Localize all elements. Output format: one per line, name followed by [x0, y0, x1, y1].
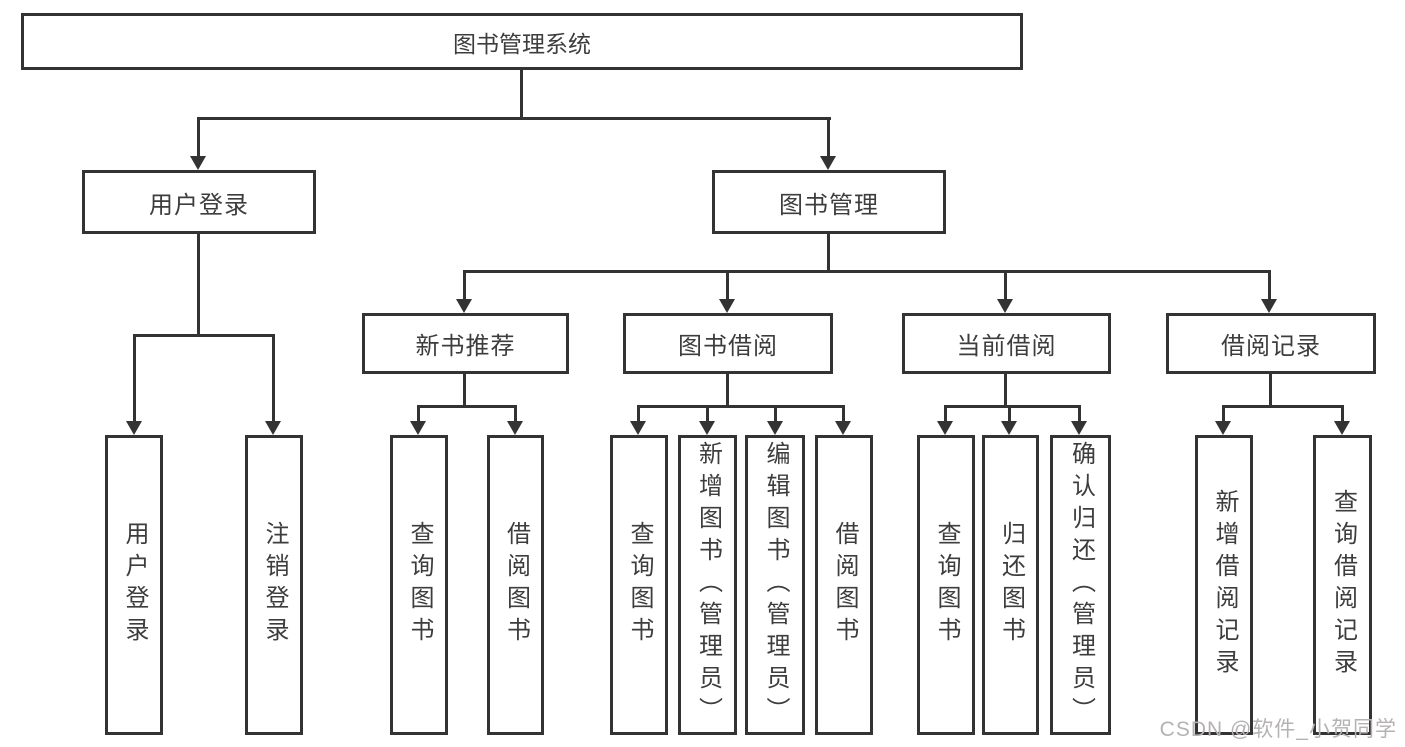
- connector-line: [520, 70, 523, 118]
- down-arrowhead-icon: [699, 421, 715, 435]
- down-arrowhead-icon: [937, 421, 953, 435]
- csdn-watermark: CSDN @软件_小贺同学: [1159, 718, 1397, 741]
- down-arrowhead-icon: [719, 299, 735, 313]
- node-label: 查询借阅记录: [1329, 489, 1357, 681]
- connector-line: [1222, 405, 1225, 424]
- node-label: 查询图书: [626, 521, 653, 649]
- node-label: 用户登录: [121, 521, 148, 649]
- node-label: 图书管理系统: [453, 30, 591, 57]
- node-label: 借阅图书: [502, 521, 530, 649]
- node-label: 注销登录: [261, 521, 288, 649]
- connector-line: [133, 334, 275, 337]
- leaf-add-borrow-record: 新增借阅记录: [1195, 435, 1253, 735]
- node-current-borrowing: 当前借阅: [902, 313, 1111, 374]
- node-user-login: 用户登录: [82, 170, 316, 234]
- node-library-system: 图书管理系统: [21, 13, 1023, 70]
- down-arrowhead-icon: [190, 156, 206, 170]
- connector-line: [463, 270, 466, 302]
- down-arrowhead-icon: [1215, 421, 1231, 435]
- node-label: 确认归还（管理员）: [1067, 441, 1095, 729]
- connector-line: [133, 334, 136, 424]
- connector-line: [706, 405, 709, 424]
- node-label: 新增图书（管理员）: [694, 441, 722, 729]
- connector-line: [1269, 374, 1272, 408]
- down-arrowhead-icon: [997, 299, 1013, 313]
- connector-line: [774, 405, 777, 424]
- connector-line: [1341, 405, 1344, 424]
- node-book-management: 图书管理: [712, 170, 946, 234]
- node-label: 当前借阅: [956, 333, 1057, 360]
- leaf-logout: 注销登录: [245, 435, 303, 735]
- connector-line: [1222, 405, 1344, 408]
- node-label: 借阅图书: [831, 521, 858, 649]
- leaf-add-books-admin: 新增图书（管理员）: [678, 435, 737, 735]
- leaf-user-login: 用户登录: [105, 435, 163, 735]
- connector-line: [726, 374, 729, 408]
- leaf-borrow-books: 借阅图书: [815, 435, 873, 735]
- leaf-confirm-return-admin: 确认归还（管理员）: [1050, 435, 1111, 735]
- node-label: 图书借阅: [678, 333, 778, 360]
- connector-line: [726, 270, 729, 302]
- node-label: 用户登录: [149, 191, 249, 219]
- connector-line: [514, 405, 517, 424]
- node-label: 归还图书: [997, 521, 1025, 649]
- node-borrowing-records: 借阅记录: [1166, 313, 1376, 374]
- leaf-query-books-borrowing: 查询图书: [610, 435, 668, 735]
- down-arrowhead-icon: [630, 421, 646, 435]
- node-label: 新书推荐: [415, 333, 516, 360]
- leaf-query-books-recommend: 查询图书: [390, 435, 448, 735]
- connector-line: [944, 405, 1081, 408]
- leaf-borrow-books-recommend: 借阅图书: [487, 435, 544, 735]
- node-label: 编辑图书（管理员）: [762, 441, 789, 729]
- node-label: 查询图书: [406, 521, 433, 649]
- node-label: 图书管理: [779, 191, 879, 219]
- down-arrowhead-icon: [1334, 421, 1350, 435]
- connector-line: [1004, 270, 1007, 302]
- connector-line: [1008, 405, 1011, 424]
- connector-line: [197, 234, 200, 337]
- connector-line: [1078, 405, 1081, 424]
- down-arrowhead-icon: [265, 421, 281, 435]
- down-arrowhead-icon: [820, 156, 836, 170]
- node-new-book-recommend: 新书推荐: [362, 313, 569, 374]
- leaf-edit-books-admin: 编辑图书（管理员）: [745, 435, 805, 735]
- connector-line: [637, 405, 640, 424]
- connector-line: [944, 405, 947, 424]
- down-arrowhead-icon: [1001, 421, 1017, 435]
- connector-line: [463, 270, 1271, 273]
- leaf-return-books: 归还图书: [982, 435, 1039, 735]
- connector-line: [463, 374, 466, 408]
- down-arrowhead-icon: [456, 299, 472, 313]
- leaf-query-books-current: 查询图书: [917, 435, 975, 735]
- down-arrowhead-icon: [1071, 421, 1087, 435]
- connector-line: [827, 234, 830, 273]
- down-arrowhead-icon: [126, 421, 142, 435]
- connector-line: [417, 405, 517, 408]
- connector-line: [842, 405, 845, 424]
- leaf-query-borrow-record: 查询借阅记录: [1313, 435, 1372, 735]
- connector-line: [272, 334, 275, 424]
- connector-line: [417, 405, 420, 424]
- node-label: 查询图书: [933, 521, 960, 649]
- node-book-borrowing: 图书借阅: [623, 313, 833, 374]
- down-arrowhead-icon: [767, 421, 783, 435]
- down-arrowhead-icon: [835, 421, 851, 435]
- connector-line: [1004, 374, 1007, 408]
- node-label: 新增借阅记录: [1211, 489, 1238, 681]
- connector-line: [197, 117, 200, 157]
- node-label: 借阅记录: [1221, 333, 1321, 360]
- connector-line: [637, 405, 845, 408]
- connector-line: [1268, 270, 1271, 302]
- connector-line: [827, 117, 830, 157]
- down-arrowhead-icon: [1261, 299, 1277, 313]
- down-arrowhead-icon: [410, 421, 426, 435]
- connector-line: [197, 117, 831, 120]
- down-arrowhead-icon: [507, 421, 523, 435]
